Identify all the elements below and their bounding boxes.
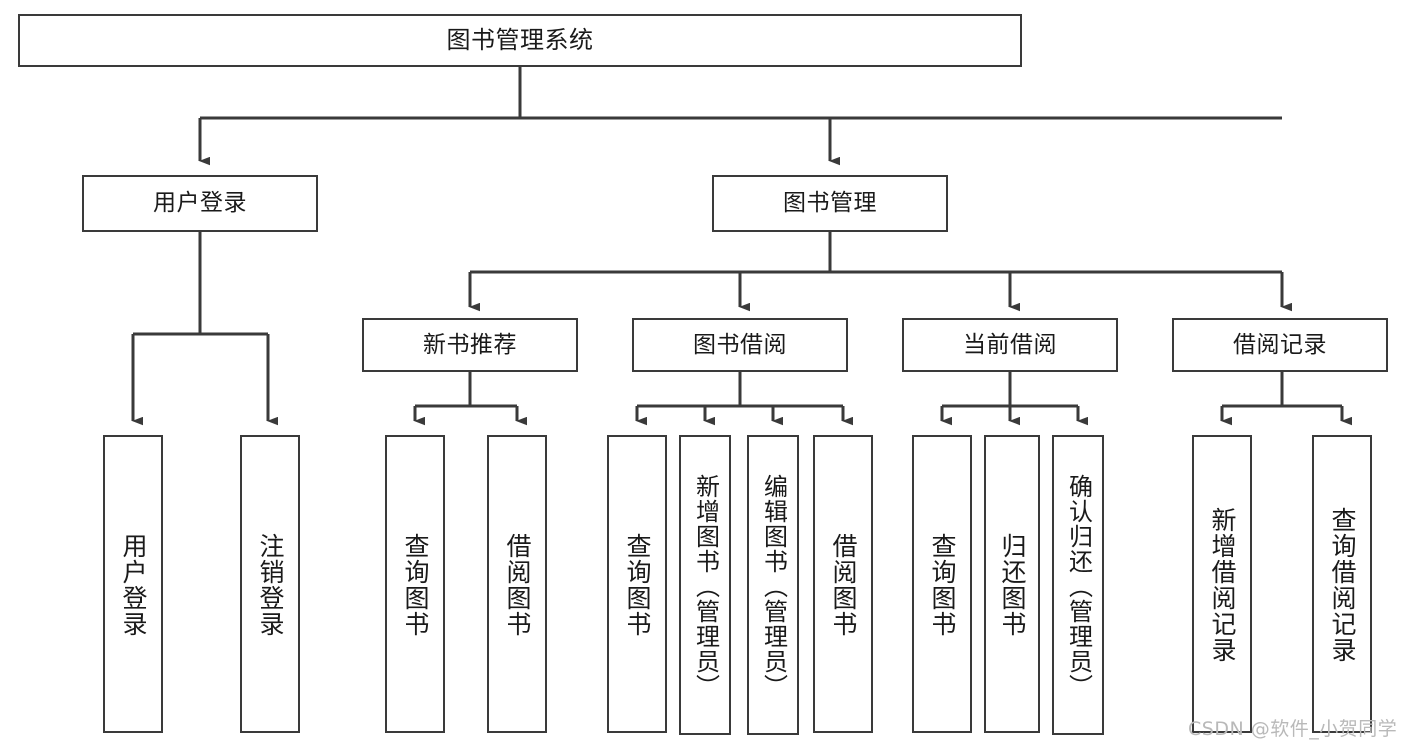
leaf-confirm-return-admin[interactable]: 确认归还（管理员）: [1052, 435, 1104, 735]
leaf-label: 查询借阅记录: [1328, 507, 1357, 663]
leaf-label: 新增借阅记录: [1208, 507, 1237, 663]
leaf-label: 查询图书: [623, 533, 652, 637]
watermark-text: CSDN @软件_小贺同学: [1188, 718, 1398, 740]
leaf-user-login[interactable]: 用户登录: [103, 435, 163, 733]
node-book-borrow[interactable]: 图书借阅: [632, 318, 848, 372]
leaf-borrow-books[interactable]: 借阅图书: [813, 435, 873, 733]
leaf-label: 查询图书: [401, 533, 430, 637]
leaf-label: 确认归还（管理员）: [1064, 473, 1093, 699]
leaf-label: 归还图书: [998, 533, 1027, 637]
node-new-book-recommend[interactable]: 新书推荐: [362, 318, 578, 372]
leaf-edit-book-admin[interactable]: 编辑图书（管理员）: [747, 435, 799, 735]
leaf-query-borrow-record[interactable]: 查询借阅记录: [1312, 435, 1372, 733]
node-book-management[interactable]: 图书管理: [712, 175, 948, 232]
leaf-label: 注销登录: [256, 533, 285, 637]
leaf-return-books[interactable]: 归还图书: [984, 435, 1040, 733]
leaf-add-book-admin[interactable]: 新增图书（管理员）: [679, 435, 731, 735]
leaf-query-books-current[interactable]: 查询图书: [912, 435, 972, 733]
leaf-label: 用户登录: [119, 533, 148, 637]
leaf-query-books-recommend[interactable]: 查询图书: [385, 435, 445, 733]
leaf-label: 新增图书（管理员）: [691, 473, 720, 699]
leaf-logout[interactable]: 注销登录: [240, 435, 300, 733]
leaf-add-borrow-record[interactable]: 新增借阅记录: [1192, 435, 1252, 733]
leaf-label: 查询图书: [928, 533, 957, 637]
node-user-login[interactable]: 用户登录: [82, 175, 318, 232]
leaf-borrow-books-recommend[interactable]: 借阅图书: [487, 435, 547, 733]
node-root[interactable]: 图书管理系统: [18, 14, 1022, 67]
node-current-borrow[interactable]: 当前借阅: [902, 318, 1118, 372]
leaf-label: 编辑图书（管理员）: [759, 473, 788, 699]
leaf-label: 借阅图书: [829, 533, 858, 637]
leaf-label: 借阅图书: [503, 533, 532, 637]
leaf-query-books-borrow[interactable]: 查询图书: [607, 435, 667, 733]
node-borrow-records[interactable]: 借阅记录: [1172, 318, 1388, 372]
